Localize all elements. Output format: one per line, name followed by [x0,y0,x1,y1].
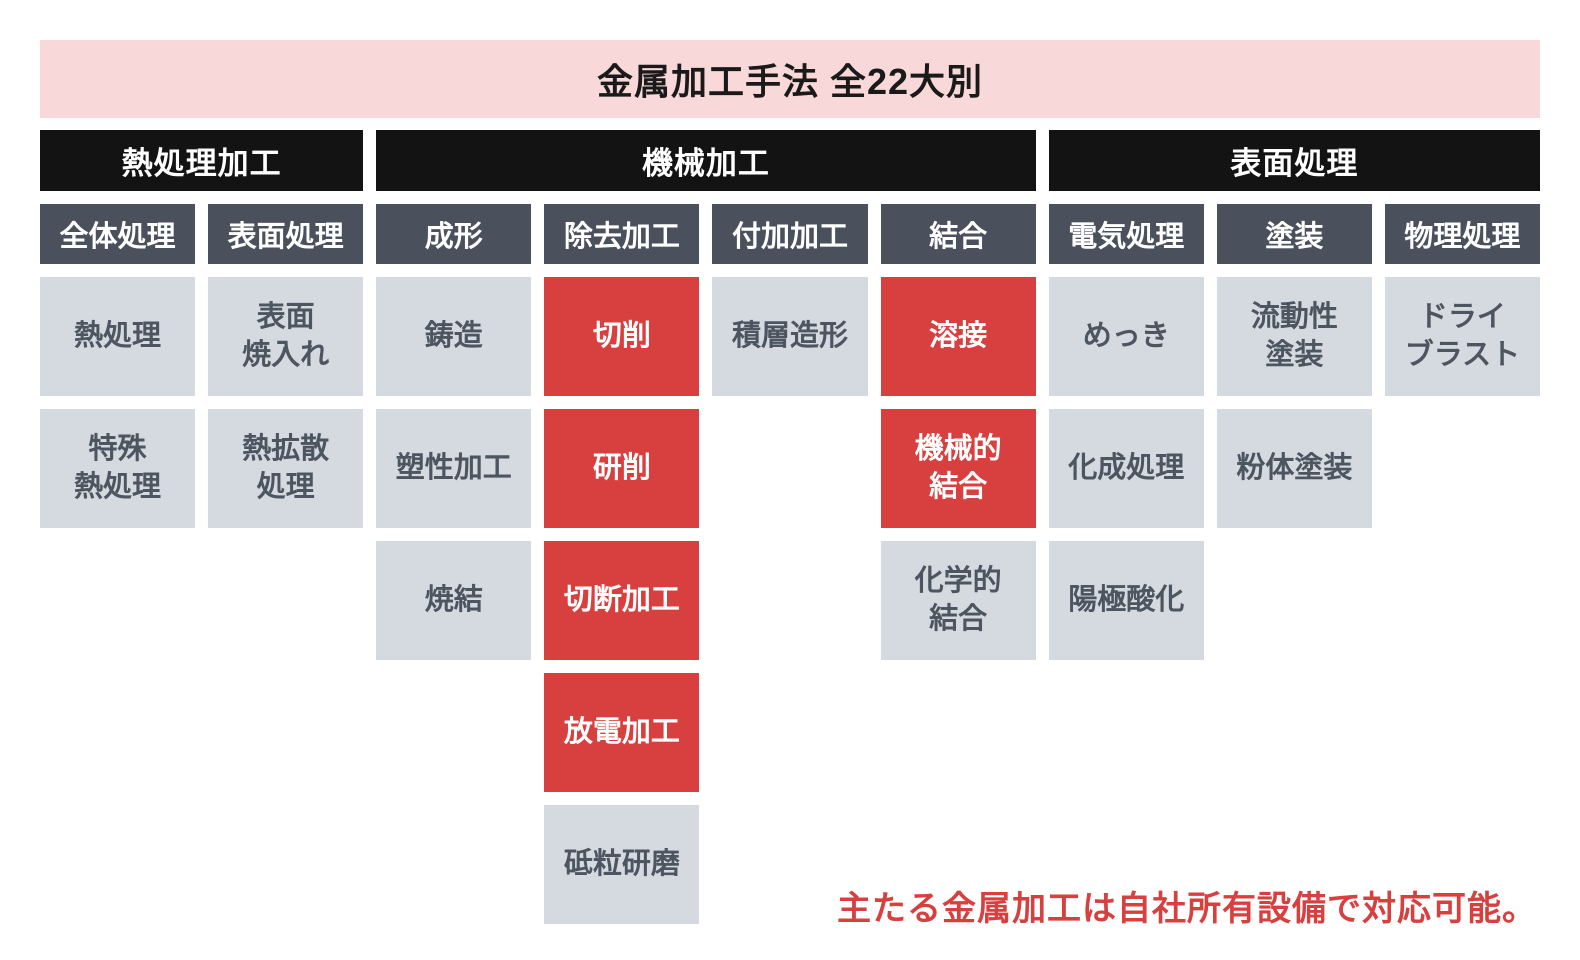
method-cell: 表面 焼入れ [208,277,364,396]
column-header-9: 物理処理 [1384,204,1540,264]
method-cell: 鋳造 [376,277,532,396]
method-cell: 化成処理 [1048,409,1204,528]
method-cell: 溶接 [880,277,1036,396]
column-header-1: 全体処理 [40,204,196,264]
group-header-2: 機械加工 [376,130,1036,191]
method-cell: 切断加工 [544,541,700,660]
column-header-8: 塗装 [1216,204,1372,264]
method-cell: 積層造形 [712,277,868,396]
column-header-7: 電気処理 [1048,204,1204,264]
method-cell: 切削 [544,277,700,396]
method-cell: 流動性 塗装 [1216,277,1372,396]
method-cell: 砥粒研磨 [544,805,700,924]
group-header-3: 表面処理 [1048,130,1540,191]
column-header-2: 表面処理 [208,204,364,264]
category-grid: 熱処理加工機械加工表面処理全体処理熱処理特殊 熱処理表面処理表面 焼入れ熱拡散 … [40,130,1540,924]
column-header-4: 除去加工 [544,204,700,264]
method-cell: 放電加工 [544,673,700,792]
method-cell: 陽極酸化 [1048,541,1204,660]
method-cell: ドライ ブラスト [1384,277,1540,396]
equipment-availability-note: 主たる金属加工は自社所有設備で対応可能。 [837,890,1537,928]
column-header-3: 成形 [376,204,532,264]
method-cell: 熱拡散 処理 [208,409,364,528]
method-cell: 化学的 結合 [880,541,1036,660]
method-cell: めっき [1048,277,1204,396]
method-cell: 特殊 熱処理 [40,409,196,528]
method-cell: 粉体塗装 [1216,409,1372,528]
diagram-title-banner: 金属加工手法 全22大別 [40,40,1540,118]
method-cell: 焼結 [376,541,532,660]
column-header-6: 結合 [880,204,1036,264]
method-cell: 研削 [544,409,700,528]
column-header-5: 付加加工 [712,204,868,264]
method-cell: 熱処理 [40,277,196,396]
diagram-title: 金属加工手法 全22大別 [596,61,984,102]
method-cell: 機械的 結合 [880,409,1036,528]
method-cell: 塑性加工 [376,409,532,528]
group-header-1: 熱処理加工 [40,130,364,191]
